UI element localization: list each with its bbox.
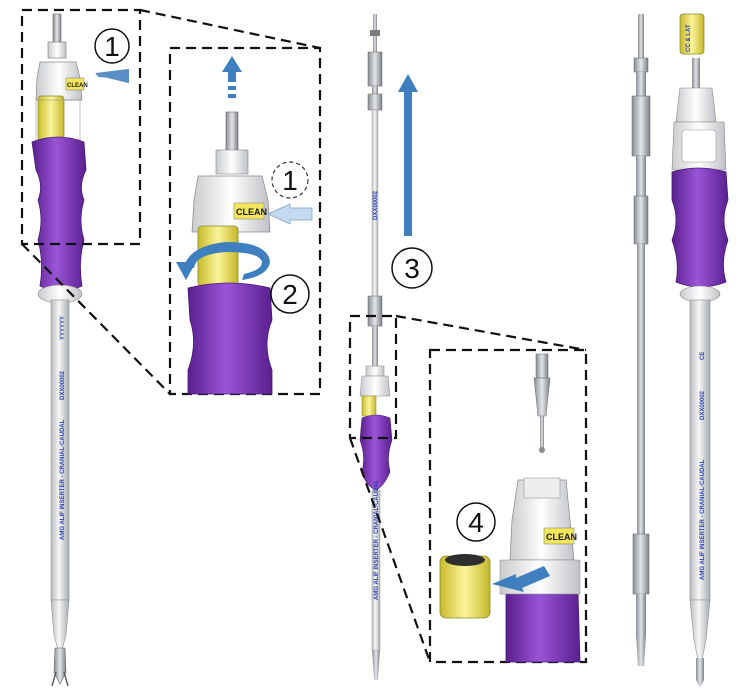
zoom-2-purple-handle [505, 586, 581, 663]
right-yellow-cap [679, 13, 705, 55]
step-1-dashed-number: 1 [282, 165, 298, 196]
cap-label: CC & LAT [686, 24, 692, 52]
right-purple-handle [671, 167, 729, 288]
step-1-badge-dashed: 1 [271, 161, 309, 199]
zoom-1-purple-handle [187, 282, 273, 395]
zoom-1-content: CLEAN [176, 56, 313, 395]
step-3-arrow-icon [398, 74, 418, 236]
zoom-2-content: CLEAN [439, 353, 581, 663]
right-lot-text: DXX00002 [700, 390, 706, 420]
step-3-number: 3 [404, 253, 420, 284]
step-3-badge: 3 [391, 247, 433, 289]
step-4-arrow-icon [492, 566, 550, 592]
left-yyyy-text: YYYYYY [60, 316, 66, 340]
middle-callout-box [348, 314, 398, 440]
right-shaft-text: AMG ALIF INSERTER - CRANIAL-CAUDAL [700, 459, 706, 580]
zoom-callout-box-1 [168, 46, 322, 396]
step-2-badge: 2 [270, 274, 310, 314]
step-4-badge: 4 [456, 502, 496, 542]
middle-lot-text: DXX00002 [373, 190, 379, 220]
left-purple-handle [31, 136, 87, 292]
left-lot-text: DXX00002 [60, 370, 66, 400]
rotate-arrow-icon [184, 242, 270, 280]
middle-inserter: DXX00002 AMG ALIF INSERTER - CRANIAL-CAU… [359, 14, 393, 680]
left-shaft-text: AMG ALIF INSERTER - CRANIAL-CAUDAL [60, 419, 66, 540]
left-inserter: CLEAN AMG ALIF INSERTER - CRANIAL-CAUDAL… [31, 13, 88, 687]
zoom-1-clean-label: CLEAN [236, 207, 267, 217]
middle-shaft-text: AMG ALIF INSERTER - CRANIAL-CAUDAL [374, 479, 380, 600]
up-arrow-icon [222, 56, 242, 82]
right-ce-text: CE [700, 352, 706, 360]
push-arrow-icon [267, 203, 313, 225]
step-1-number: 1 [104, 31, 120, 62]
step-1-badge: 1 [94, 28, 130, 64]
step-4-number: 4 [468, 507, 484, 538]
left-clean-label: CLEAN [67, 83, 88, 89]
right-inserter: CC & LAT AMG ALIF INSERTER - CRANIAL-CAU… [671, 13, 729, 688]
right-pin-instrument [631, 14, 651, 666]
left-yellow-cap [37, 95, 65, 141]
zoom-2-clean-label: CLEAN [546, 532, 577, 542]
step-2-number: 2 [282, 279, 298, 310]
left-push-arrow-icon [95, 68, 129, 84]
